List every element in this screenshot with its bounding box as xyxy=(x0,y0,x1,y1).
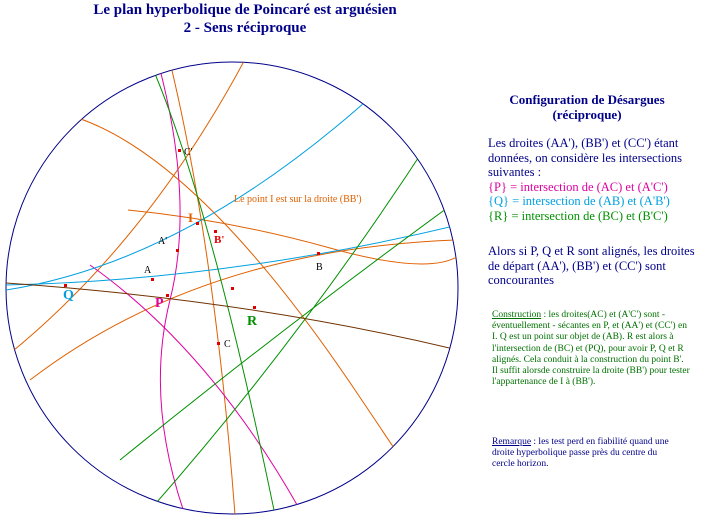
point-center xyxy=(231,287,234,290)
remark-block: Remarque : les test perd en fiabilité qu… xyxy=(492,437,672,471)
remark-label: Remarque xyxy=(492,437,532,447)
line-ab xyxy=(6,224,458,286)
construction-label: Construction xyxy=(492,310,542,320)
r-definition: {R} = intersection de (BC) et (B'C') xyxy=(488,208,668,223)
construction-text-2: Il suffit alorsde construire la droite (… xyxy=(492,366,690,388)
label-r: R xyxy=(247,314,258,329)
label-a-prime: A' xyxy=(158,236,167,247)
line-pqr xyxy=(6,282,458,351)
horizon-circle xyxy=(5,61,459,515)
panel-intro: Les droites (AA'), (BB') et (CC') étant … xyxy=(488,136,698,223)
point-b-prime xyxy=(214,230,217,233)
line-bb-prime xyxy=(127,209,458,265)
page-title: Le plan hyperbolique de Poincaré est arg… xyxy=(93,2,397,18)
label-a: A xyxy=(144,265,152,276)
point-c xyxy=(217,342,220,345)
label-i: I xyxy=(188,210,193,225)
remark-text: : les test perd en fiabilité quand une d… xyxy=(492,437,669,470)
point-a xyxy=(151,278,154,281)
line-cc-prime xyxy=(169,62,236,514)
label-b: B xyxy=(316,262,323,273)
label-q: Q xyxy=(63,288,74,303)
line-green-lower xyxy=(149,139,431,511)
construction-text: : les droites(AC) et (A'C') sont - évent… xyxy=(492,310,687,365)
point-b xyxy=(317,252,320,255)
construction-block: Construction : les droites(AC) et (A'C')… xyxy=(492,310,692,388)
line-aa-prime xyxy=(77,117,447,514)
p-definition: {P} = intersection de (AC) et (A'C') xyxy=(488,179,668,194)
point-a-prime xyxy=(176,249,179,252)
page-subtitle: 2 - Sens réciproque xyxy=(183,20,307,36)
label-p: P xyxy=(155,296,164,311)
point-q xyxy=(64,284,67,287)
line-a-prime-b-prime xyxy=(6,69,401,291)
panel-title: Configuration de Désargues (réciproque) xyxy=(488,92,686,122)
line-b-prime-c-prime xyxy=(119,199,458,461)
label-c: C xyxy=(224,339,231,350)
panel-title-line1: Configuration de Désargues xyxy=(509,92,665,107)
figure-note: Le point I est sur la droite (BB') xyxy=(234,194,362,205)
point-r xyxy=(253,306,256,309)
label-c-prime: C' xyxy=(184,147,193,158)
line-bc xyxy=(149,62,276,514)
conclusion-text: Alors si P, Q et R sont alignés, les dro… xyxy=(488,244,695,287)
panel-title-line2: (réciproque) xyxy=(552,107,622,122)
intro-text: Les droites (AA'), (BB') et (CC') étant … xyxy=(488,136,683,179)
line-orange-left-arc xyxy=(7,62,251,356)
line-a-prime-c-prime xyxy=(157,62,186,514)
label-b-prime: B' xyxy=(214,234,224,246)
point-p xyxy=(166,294,169,297)
line-ac xyxy=(89,264,301,511)
line-orange-lower xyxy=(29,239,456,381)
point-i xyxy=(196,222,199,225)
point-c-prime xyxy=(178,149,181,152)
q-definition: {Q} = intersection de (AB) et (A'B') xyxy=(488,194,670,208)
